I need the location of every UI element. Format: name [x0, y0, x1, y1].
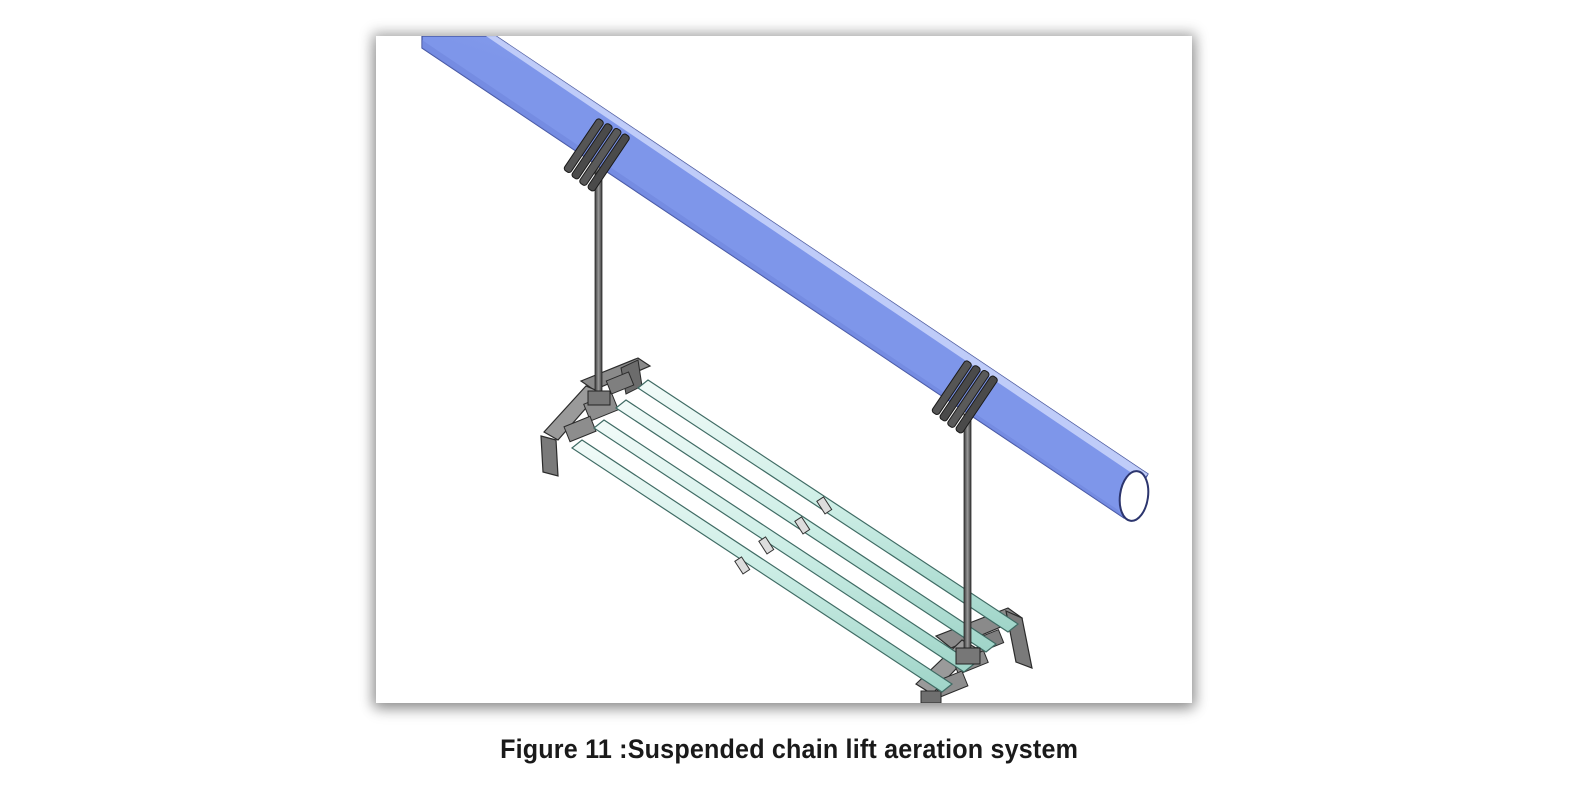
aeration-system-drawing: [421, 36, 1150, 703]
figure-image-frame: [376, 36, 1192, 703]
header-pipe: [421, 36, 1150, 522]
diffuser-tube: [570, 379, 1020, 693]
pipe-clamp: [563, 118, 998, 434]
figure-caption: Figure 11 :Suspended chain lift aeration…: [500, 734, 1079, 764]
